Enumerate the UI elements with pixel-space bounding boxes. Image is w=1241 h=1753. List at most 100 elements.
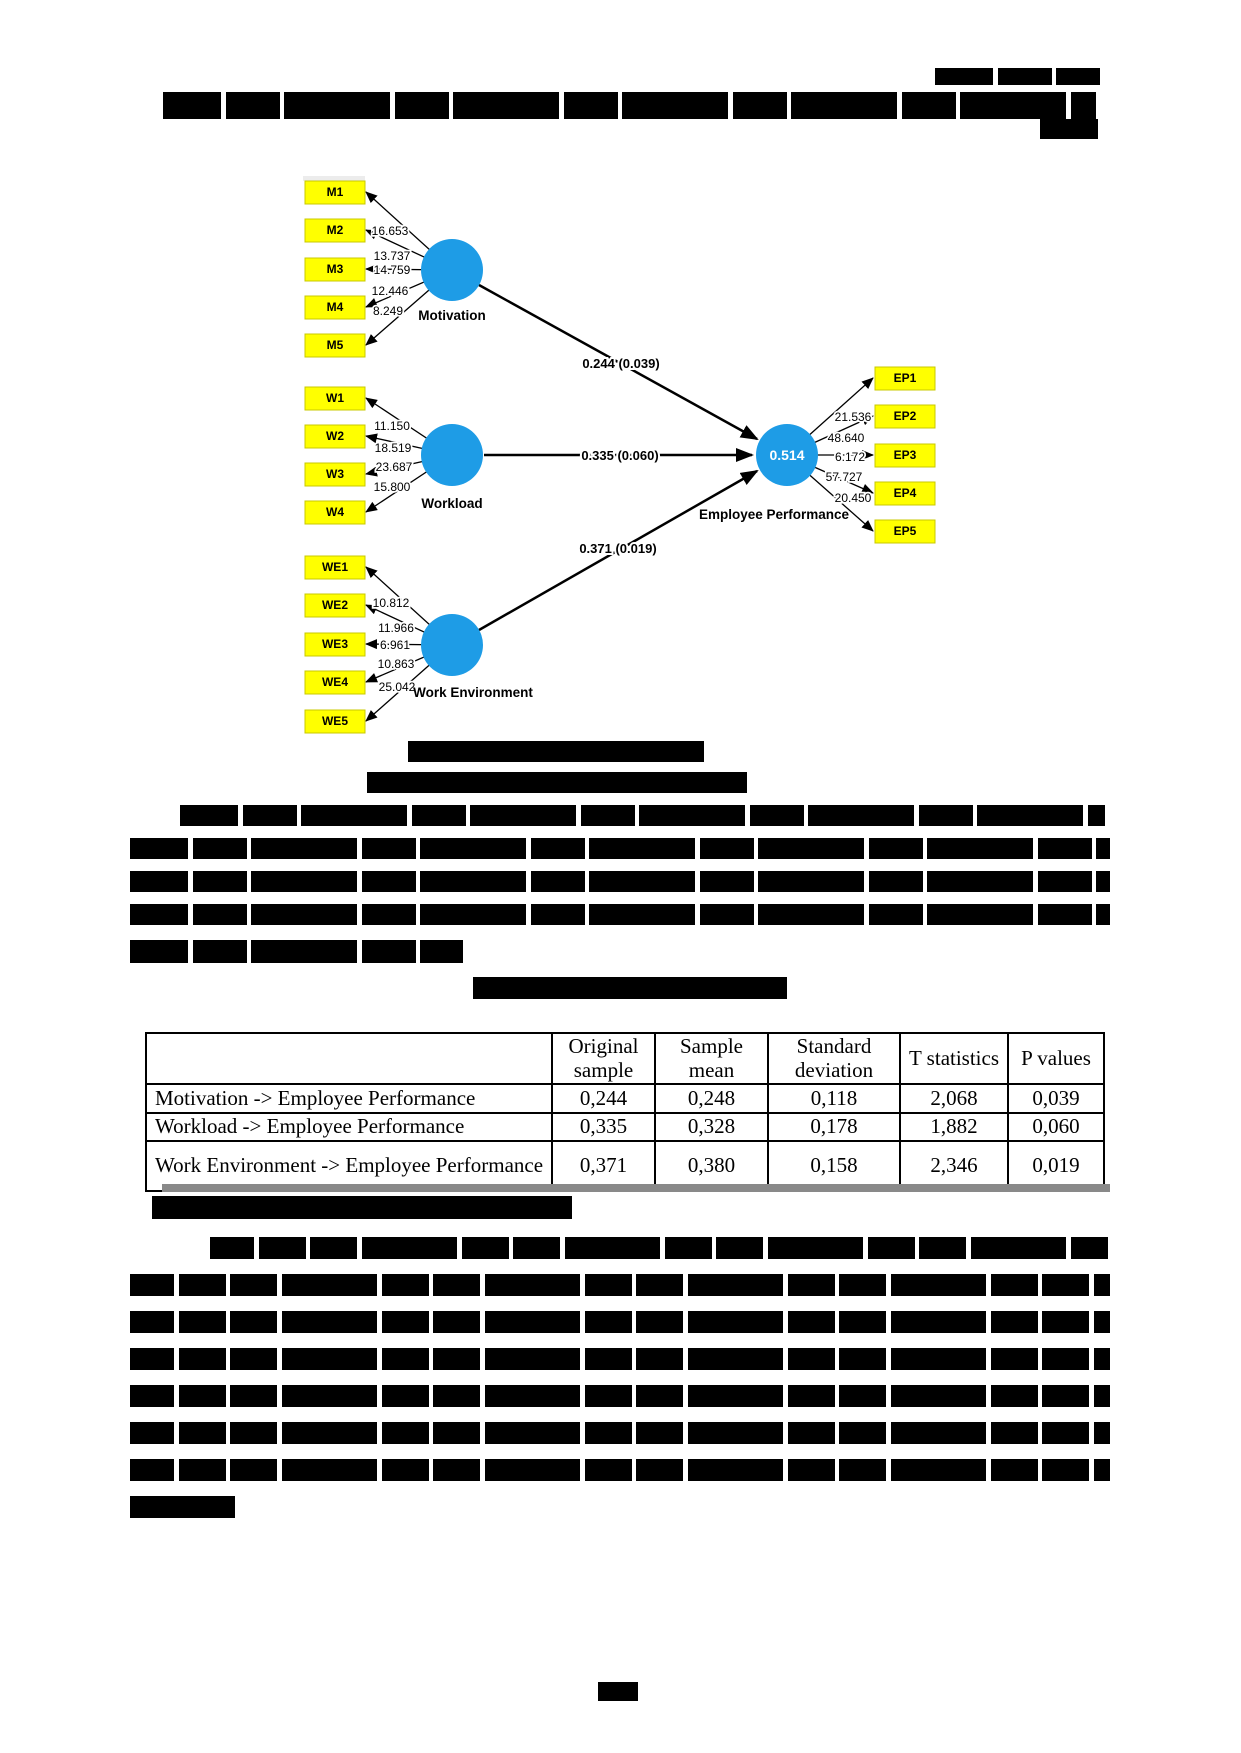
redacted-page-number [598,1682,638,1701]
table-row: Motivation -> Employee Performance 0,244… [145,1083,1105,1115]
latent-circle-workload [421,424,483,486]
redacted-header-block [1040,119,1098,139]
latent-circle-motivation [421,239,483,301]
table-header-t-statistics: T statistics [899,1031,1009,1086]
indicator-label: WE1 [322,560,348,574]
hypothesis-test-table: Original sample Sample mean Standard dev… [145,1031,1105,1192]
indicator-loading: 11.150 [374,419,410,433]
indicator-label: W3 [326,467,344,481]
indicator-label: M3 [327,262,344,276]
redacted-journal-info-line [935,68,1100,85]
indicator-box [304,424,366,449]
redacted-paragraph-line [130,1422,1110,1444]
indicator-box [304,709,366,734]
indicator-label: WE4 [322,675,348,689]
indicator-label: M4 [327,300,344,314]
redacted-paragraph-line [130,940,463,963]
indicator-loading: 6.172 [835,450,865,464]
r-squared-value: 0.514 [769,447,804,463]
cell-p-values: 0,039 [1007,1083,1105,1115]
cell-original-sample: 0,244 [551,1083,656,1115]
latent-circle-workenv [421,614,483,676]
indicator-label: W1 [326,391,344,405]
redacted-paragraph-line [130,1311,1110,1333]
indicator-box [874,443,936,468]
indicator-label: W4 [326,505,344,519]
cell-sample-mean: 0,248 [654,1083,769,1115]
table-header-original-sample: Original sample [551,1031,656,1086]
indicator-loading: 16.653 [372,224,409,238]
indicator-label: M5 [327,338,344,352]
table-row: Workload -> Employee Performance 0,335 0… [145,1112,1105,1142]
indicator-loading: 23.687 [376,460,413,474]
redacted-paragraph-line [130,904,1110,925]
indicator-label: WE5 [322,714,348,728]
cell-p-values: 0,060 [1007,1112,1105,1142]
redacted-paragraph-line [130,1385,1110,1407]
figure-artifact-strip [303,176,365,181]
indicator-loading: 8.249 [373,304,403,318]
indicator-loading: 11.966 [378,621,414,635]
indicator-loading: 13.737 [374,249,411,263]
indicator-label: EP1 [894,371,917,385]
indicator-box [304,295,366,320]
indicator-box [304,593,366,618]
indicator-box [304,500,366,525]
indicator-loading: 15.800 [374,480,411,494]
path-coefficient-workload: 0.335 (0.060) [581,448,658,463]
indicator-label: EP5 [894,524,917,538]
indicator-loading: 14.759 [374,263,411,277]
indicator-loading: 10.863 [378,657,415,671]
construct-label-workenv: Work Environment [413,685,533,700]
indicator-loading: 6.961 [380,638,410,652]
indicator-label: EP4 [894,486,917,500]
indicator-box [304,555,366,580]
indicator-box [304,218,366,243]
path-arrow-motivation-ep [478,283,759,441]
indicator-label: EP2 [894,409,917,423]
redacted-paragraph-line [210,1237,1108,1259]
redacted-figure-caption-line [408,741,704,762]
redacted-paragraph-line [130,1496,235,1518]
cell-standard-deviation: 0,118 [767,1083,901,1115]
indicator-label: M2 [327,223,344,237]
indicator-box [304,462,366,487]
indicator-loading: 21.536 [835,410,872,424]
redacted-paragraph-line [130,1348,1110,1370]
indicator-box [304,670,366,695]
redacted-paragraph-line [130,871,1110,892]
indicator-loading: 57.727 [826,470,863,484]
redacted-paragraph-line [130,1459,1110,1481]
indicator-label: M1 [327,185,344,199]
indicator-box [304,386,366,411]
row-label: Motivation -> Employee Performance [145,1083,553,1115]
table-header-empty [145,1031,553,1086]
cell-sample-mean: 0,328 [654,1112,769,1142]
indicator-label: W2 [326,429,344,443]
indicator-loading: 48.640 [828,431,865,445]
indicator-label: WE2 [322,598,348,612]
cell-p-values: 0,019 [1007,1139,1105,1192]
redacted-table-caption [473,977,787,999]
indicator-box [304,180,366,205]
path-coefficient-workenv: 0.371 (0.019) [579,541,656,556]
table-header-sample-mean: Sample mean [654,1031,769,1086]
construct-label-motivation: Motivation [418,308,486,323]
table-shadow [162,1184,1110,1192]
construct-label-workload: Workload [421,496,482,511]
cell-original-sample: 0,335 [551,1112,656,1142]
cell-t-statistics: 1,882 [899,1112,1009,1142]
indicator-box [874,519,936,544]
redacted-paragraph-line [130,1274,1110,1296]
latent-circle-employee-performance [756,424,818,486]
indicator-loading: 12.446 [372,284,409,298]
row-label: Workload -> Employee Performance [145,1112,553,1142]
cell-sample-mean: 0,380 [654,1139,769,1192]
indicator-box [304,333,366,358]
redacted-paragraph-line [180,805,1105,826]
cell-original-sample: 0,371 [551,1139,656,1192]
indicator-loading: 25.042 [379,680,416,694]
indicator-box [874,366,936,391]
indicator-label: WE3 [322,637,348,651]
